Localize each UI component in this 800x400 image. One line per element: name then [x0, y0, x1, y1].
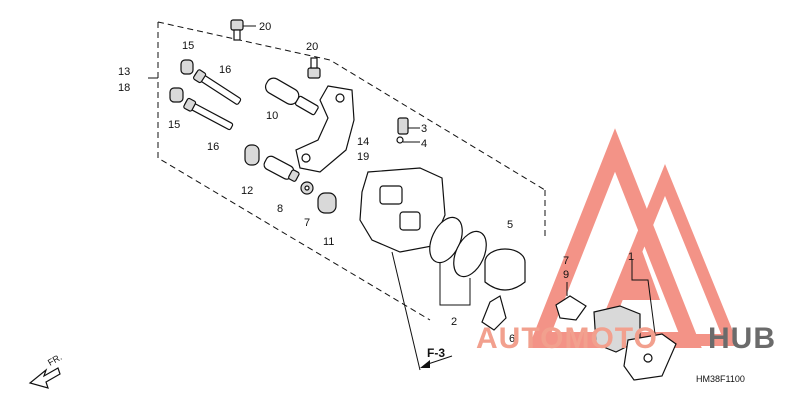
pad-clip-6 [481, 295, 507, 331]
bleeder-3-4 [396, 117, 420, 144]
label-13: 13 [118, 66, 130, 78]
label-5: 5 [507, 219, 513, 231]
bolt-20-mid [307, 57, 321, 79]
ref-arrow-f3 [420, 355, 453, 368]
label-1: 1 [628, 251, 634, 263]
label-4: 4 [421, 138, 427, 150]
label-19: 19 [357, 151, 369, 163]
washer-7 [300, 181, 314, 195]
bolt-20-top [230, 19, 256, 41]
label-16-bottom: 16 [207, 141, 219, 153]
label-8: 8 [277, 203, 283, 215]
label-11: 11 [323, 236, 334, 248]
piston-seals-2 [429, 216, 487, 306]
caliper-bracket [295, 85, 355, 173]
pin-8 [263, 155, 300, 182]
brake-pads-1 [593, 260, 677, 381]
boot-11 [317, 192, 337, 214]
boot-12 [244, 144, 260, 166]
label-15-top: 15 [182, 40, 194, 52]
label-14: 14 [357, 136, 369, 148]
label-9: 9 [563, 269, 569, 281]
label-7: 7 [304, 217, 310, 229]
diagram-code: HM38F1100 [696, 374, 745, 384]
label-2: 2 [451, 316, 457, 328]
label-18: 18 [118, 82, 130, 94]
assembly-frame [148, 21, 546, 321]
label-20-top: 20 [259, 21, 271, 33]
direction-label: FR. [46, 352, 64, 368]
label-20-mid: 20 [306, 41, 318, 53]
direction-arrow [28, 367, 61, 389]
watermark-text-left: AUTOMOTO [476, 322, 658, 355]
pin-set-lower [169, 87, 234, 131]
pin-set-upper [180, 59, 242, 105]
label-7-right: 7 [563, 255, 569, 267]
pad-spring-7-9 [555, 282, 587, 321]
slide-pin-10 [264, 77, 319, 116]
label-12: 12 [241, 185, 253, 197]
caliper-body [359, 167, 446, 371]
label-6: 6 [509, 333, 515, 345]
watermark-text-right: HUB [708, 322, 776, 355]
label-15-bottom: 15 [168, 119, 180, 131]
label-3: 3 [421, 123, 427, 135]
piston-5 [484, 248, 526, 291]
label-16-top: 16 [219, 64, 231, 76]
label-10: 10 [266, 110, 278, 122]
ref-label-f3: F-3 [427, 346, 445, 360]
